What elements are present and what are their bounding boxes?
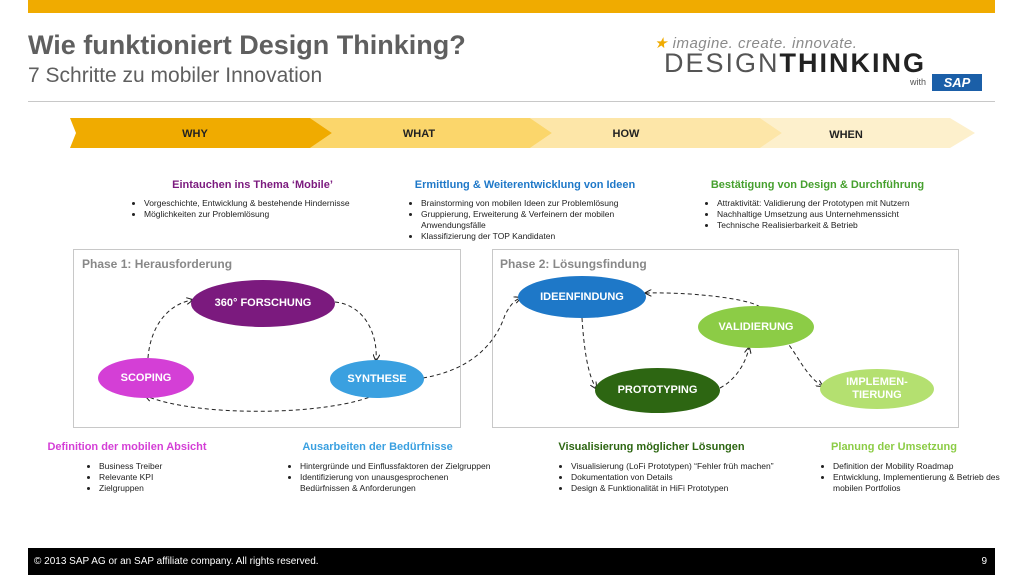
bullet-list-planung: Definition der Mobility Roadmap Entwickl…	[819, 461, 1003, 494]
top-accent-bar	[28, 0, 995, 13]
arrow-label-how: HOW	[612, 128, 640, 140]
list-item: Möglichkeiten zur Problemlösung	[144, 209, 414, 220]
list-item: Entwicklung, Implementierung & Betrieb d…	[833, 472, 1003, 494]
list-item: Klassifizierung der TOP Kandidaten	[421, 231, 661, 242]
page-subtitle: 7 Schritte zu mobiler Innovation	[28, 64, 323, 87]
process-arrow-bar	[70, 118, 975, 148]
list-item: Design & Funktionalität in HiFi Prototyp…	[571, 483, 781, 494]
node-360-forschung: 360° FORSCHUNG	[191, 280, 335, 327]
phase-1-box	[73, 249, 461, 428]
node-validierung: VALIDIERUNG	[698, 306, 814, 348]
node-ideenfindung: IDEENFINDUNG	[518, 276, 646, 318]
arrow-why	[70, 118, 332, 148]
node-scoping: SCOPING	[98, 358, 194, 398]
bullet-list-ermittlung: Brainstorming von mobilen Ideen zur Prob…	[407, 198, 661, 242]
design-thinking-logo: ★ imagine. create. innovate. DESIGNTHINK…	[650, 34, 990, 94]
list-item: Hintergründe und Einflussfaktoren der Zi…	[300, 461, 500, 472]
node-prototyping: PROTOTYPING	[595, 368, 720, 413]
footer-copyright: © 2013 SAP AG or an SAP affiliate compan…	[34, 556, 319, 567]
section-heading-ausarbeiten: Ausarbeiten der Bedürfnisse	[302, 441, 453, 453]
section-heading-ermittlung: Ermittlung & Weiterentwicklung von Ideen	[414, 179, 636, 191]
list-item: Relevante KPI	[99, 472, 259, 483]
section-heading-bestaetigung: Bestätigung von Design & Durchführung	[710, 179, 925, 191]
bullet-list-visualisierung: Visualisierung (LoFi Prototypen) “Fehler…	[557, 461, 781, 494]
arrow-label-why: WHY	[182, 128, 208, 140]
arrow-how	[530, 118, 782, 148]
logo-tagline: ★ imagine. create. innovate.	[654, 35, 858, 52]
page-number: 9	[981, 556, 987, 567]
bullet-list-definition: Business Treiber Relevante KPI Zielgrupp…	[85, 461, 259, 494]
list-item: Definition der Mobility Roadmap	[833, 461, 1003, 472]
section-heading-eintauchen: Eintauchen ins Thema ‘Mobile’	[172, 179, 333, 191]
phase-2-title: Phase 2: Lösungsfindung	[500, 257, 647, 271]
section-heading-planung: Planung der Umsetzung	[831, 441, 957, 453]
arrow-what	[310, 118, 552, 148]
list-item: Gruppierung, Erweiterung & Verfeinern de…	[421, 209, 661, 231]
list-item: Technische Realisierbarkeit & Betrieb	[717, 220, 967, 231]
list-item: Dokumentation von Details	[571, 472, 781, 483]
arrow-when	[760, 118, 975, 148]
list-item: Brainstorming von mobilen Ideen zur Prob…	[421, 198, 661, 209]
list-item: Zielgruppen	[99, 483, 259, 494]
bullet-list-eintauchen: Vorgeschichte, Entwicklung & bestehende …	[130, 198, 414, 220]
list-item: Visualisierung (LoFi Prototypen) “Fehler…	[571, 461, 781, 472]
sap-logo: SAP	[932, 74, 982, 91]
list-item: Nachhaltige Umsetzung aus Unternehmenssi…	[717, 209, 967, 220]
phase-1-title: Phase 1: Herausforderung	[82, 257, 233, 271]
footer-bar: © 2013 SAP AG or an SAP affiliate compan…	[28, 548, 995, 575]
header-divider	[28, 101, 995, 102]
section-heading-definition: Definition der mobilen Absicht	[47, 441, 207, 453]
list-item: Identifizierung von unausgesprochenen Be…	[300, 472, 500, 494]
bullet-list-bestaetigung: Attraktivität: Validierung der Prototype…	[703, 198, 967, 231]
node-implementierung: IMPLEMEN- TIERUNG	[820, 369, 934, 409]
logo-wordmark: DESIGNTHINKING	[664, 48, 927, 78]
section-heading-visualisierung: Visualisierung möglicher Lösungen	[558, 441, 745, 453]
logo-with: with	[910, 77, 927, 87]
list-item: Attraktivität: Validierung der Prototype…	[717, 198, 967, 209]
arrow-label-when: WHEN	[829, 129, 863, 141]
star-icon: ★	[654, 35, 668, 52]
page-title: Wie funktioniert Design Thinking?	[28, 30, 466, 60]
list-item: Vorgeschichte, Entwicklung & bestehende …	[144, 198, 414, 209]
list-item: Business Treiber	[99, 461, 259, 472]
arrow-label-what: WHAT	[402, 128, 436, 140]
node-synthese: SYNTHESE	[330, 360, 424, 398]
bullet-list-ausarbeiten: Hintergründe und Einflussfaktoren der Zi…	[286, 461, 500, 494]
